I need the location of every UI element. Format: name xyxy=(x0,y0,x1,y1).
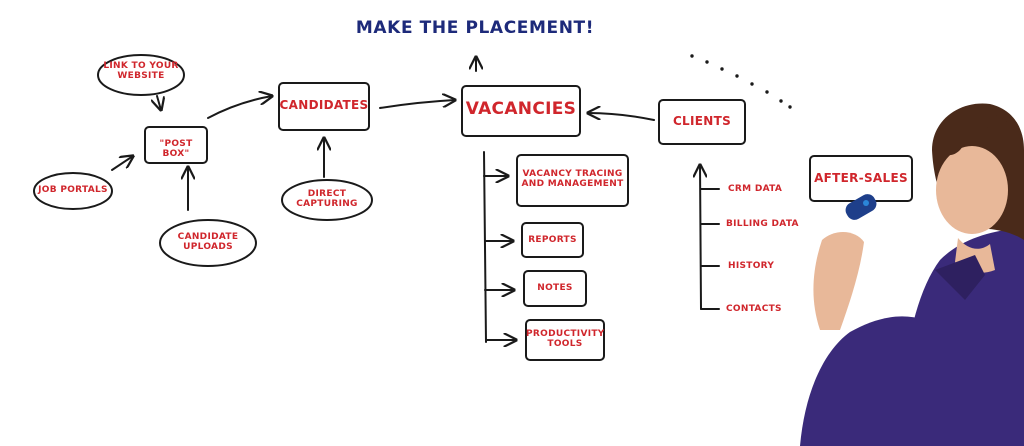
direct-capturing-ellipse xyxy=(281,179,373,221)
vacancies-label: VACANCIES xyxy=(465,99,577,119)
candidate-uploads-label: CANDIDATE UPLOADS xyxy=(177,232,239,253)
after-sales-label: AFTER-SALES xyxy=(814,171,908,185)
direct-capturing-label: DIRECT CAPTURING xyxy=(296,189,358,210)
link-website-ellipse xyxy=(97,54,185,96)
link-website-label: LINK TO YOUR WEBSITE xyxy=(103,61,179,82)
post-box-box xyxy=(144,126,208,164)
contacts-label: CONTACTS xyxy=(726,304,782,314)
vacancy-tracing-label: VACANCY TRACING AND MANAGEMENT xyxy=(521,169,624,190)
arrow-postbox-to-candidates xyxy=(207,96,272,119)
vacancies-box xyxy=(461,85,581,137)
arrow-link-to-postbox xyxy=(157,95,161,110)
crm-data-label: CRM DATA xyxy=(728,184,783,194)
arrow-candidates-to-vacancies xyxy=(379,100,455,109)
reports-label: REPORTS xyxy=(528,235,577,245)
productivity-tools-label: PRODUCTIVITY TOOLS xyxy=(526,329,605,350)
arrow-jobportals-to-postbox xyxy=(111,156,133,171)
candidates-box xyxy=(278,82,370,131)
arrow-clients-to-vacancies xyxy=(588,113,655,121)
billing-data-label: BILLING DATA xyxy=(726,219,799,229)
vacancies-trunk xyxy=(483,151,487,343)
reports-box xyxy=(521,222,584,258)
post-box-label: "POST BOX" xyxy=(159,139,193,160)
vacancy-tracing-box xyxy=(516,154,629,207)
clients-trunk xyxy=(700,165,701,310)
presenter-illustration xyxy=(800,103,1024,446)
clients-label: CLIENTS xyxy=(672,114,732,128)
job-portals-ellipse xyxy=(33,172,113,210)
clients-box xyxy=(658,99,746,145)
candidate-uploads-ellipse xyxy=(159,219,257,267)
job-portals-label: JOB PORTALS xyxy=(38,185,108,195)
dotted-connector xyxy=(690,54,792,109)
diagram-title: MAKE THE PLACEMENT! xyxy=(355,18,595,38)
candidates-label: CANDIDATES xyxy=(279,98,369,112)
productivity-tools-box xyxy=(525,319,605,361)
history-label: HISTORY xyxy=(728,261,775,271)
notes-label: NOTES xyxy=(537,283,573,293)
notes-box xyxy=(523,270,587,307)
